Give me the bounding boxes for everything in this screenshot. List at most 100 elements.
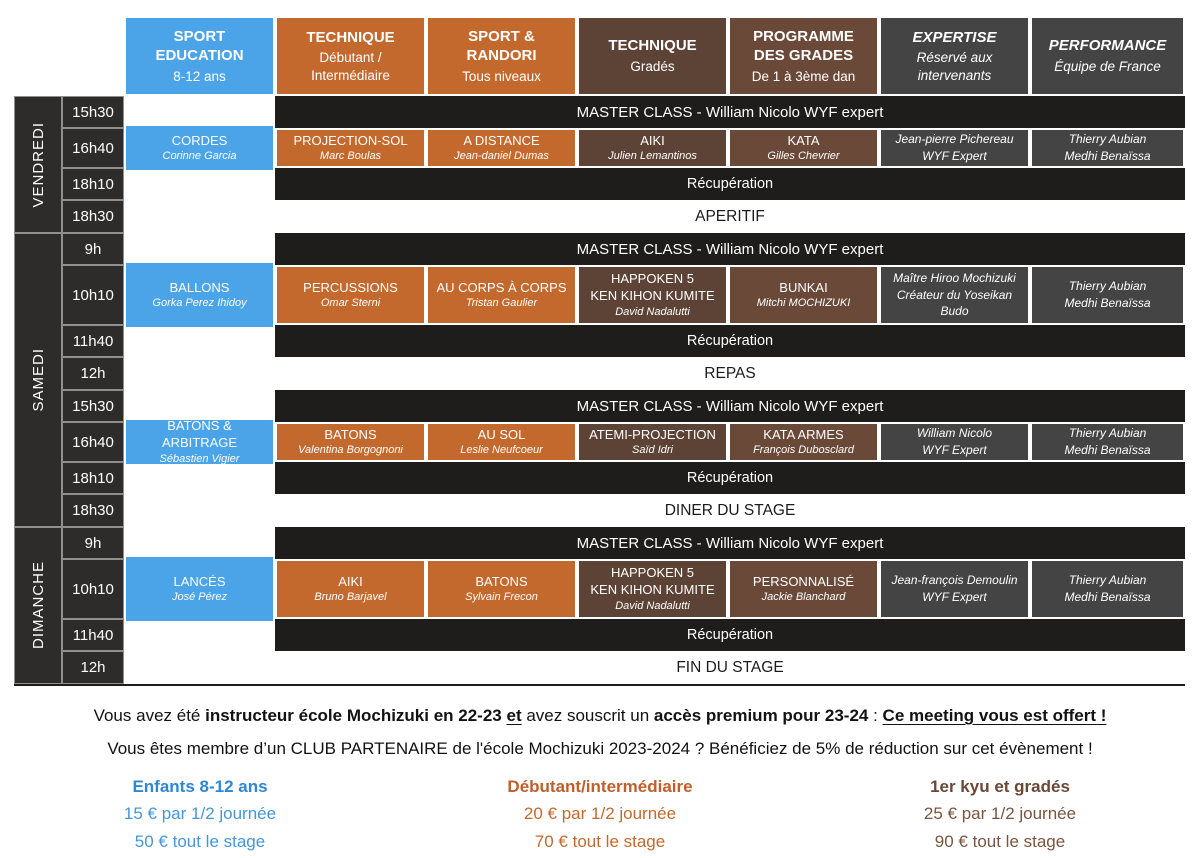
class-instructor: Jean-daniel Dumas	[454, 150, 549, 163]
price-half-day: 25 € par 1/2 journée	[923, 804, 1077, 824]
class-instructor: Jackie Blanchard	[761, 591, 846, 604]
class-instructor: WYF Expert	[922, 590, 987, 604]
price-full-stage: 50 € tout le stage	[134, 831, 266, 851]
note-segment: et	[506, 706, 522, 725]
note-line-2: Vous êtes membre d’un CLUB PARTENAIRE de…	[107, 739, 1093, 759]
class-instructor: Jean-pierre Pichereau	[895, 132, 1014, 147]
day-cell-samedi: SAMEDI	[14, 233, 62, 527]
class-instructor: Maître Hiroo Mochizuki	[893, 270, 1016, 285]
class-instructor: Sylvain Frecon	[465, 591, 538, 604]
class-instructor: José Pérez	[171, 591, 228, 604]
class-title: BATONS & ARBITRAGE	[161, 418, 238, 451]
class-title: CORDES	[171, 132, 228, 148]
header-title: TECHNIQUE	[608, 37, 697, 55]
banner-cell: DINER DU STAGE	[275, 494, 1185, 527]
time-cell: 18h10	[62, 168, 124, 200]
header-title: PROGRAMME DES GRADES	[753, 27, 854, 65]
master-class-bar: MASTER CLASS - William Nicolo WYF expert	[275, 390, 1185, 422]
day-cell-vendredi: VENDREDI	[14, 96, 62, 233]
class-instructor: Omar Sterni	[320, 297, 381, 310]
class-title: KATA	[787, 132, 820, 148]
banner-cell: APERITIF	[275, 200, 1185, 233]
class-instructor: David Nadalutti	[615, 305, 690, 318]
price-title: Enfants 8-12 ans	[132, 777, 268, 797]
header-title: PERFORMANCE	[1048, 37, 1167, 55]
class-instructor: Medhi Benaïssa	[1064, 149, 1151, 163]
class-title: KEN KIHON KUMITE	[590, 582, 715, 598]
class-instructor: William Nicolo	[916, 426, 993, 441]
class-instructor: Medhi Benaïssa	[1064, 296, 1151, 310]
class-cell: KATA Gilles Chevrier	[728, 128, 879, 168]
class-title: LANCÉS	[173, 573, 226, 589]
time-cell: 11h40	[62, 325, 124, 357]
recovery-bar: Récupération	[275, 619, 1185, 651]
price-title: 1er kyu et gradés	[930, 777, 1070, 797]
class-instructor: Marc Boulas	[319, 150, 382, 163]
time-cell: 18h30	[62, 494, 124, 527]
class-instructor: Corinne Garcia	[162, 150, 237, 163]
time-cell: 10h10	[62, 559, 124, 619]
time-cell: 9h	[62, 233, 124, 265]
class-title: AU CORPS À CORPS	[436, 279, 567, 295]
note-segment: Ce meeting vous est offert !	[882, 706, 1107, 725]
master-class-bar: MASTER CLASS - William Nicolo WYF expert	[275, 527, 1185, 559]
day-label: SAMEDI	[29, 348, 47, 412]
master-class-bar: MASTER CLASS - William Nicolo WYF expert	[275, 233, 1185, 265]
day-label: VENDREDI	[29, 121, 47, 208]
master-class-bar: MASTER CLASS - William Nicolo WYF expert	[275, 96, 1185, 128]
class-cell: BATONS Valentina Borgognoni	[275, 422, 426, 462]
class-instructor: WYF Expert	[922, 149, 987, 163]
recovery-bar: Récupération	[275, 325, 1185, 357]
class-title: BATONS	[324, 426, 377, 442]
class-instructor: Gilles Chevrier	[767, 150, 840, 163]
header-subtitle: Réservé aux intervenants	[916, 50, 993, 83]
class-instructor: Medhi Benaïssa	[1064, 443, 1151, 457]
time-cell: 16h40	[62, 128, 124, 168]
header-subtitle: Équipe de France	[1054, 58, 1161, 74]
note-segment: instructeur école Mochizuki en 22-23	[205, 706, 507, 725]
class-title: BUNKAI	[779, 279, 828, 295]
note-segment: Vous avez été	[93, 706, 206, 725]
class-title: A DISTANCE	[463, 132, 540, 148]
price-full-stage: 90 € tout le stage	[934, 831, 1066, 851]
class-instructor: Valentina Borgognoni	[298, 444, 403, 457]
class-instructor: Jean-françois Demoulin	[891, 573, 1018, 588]
class-instructor: WYF Expert	[922, 443, 987, 457]
class-title: PROJECTION-SOL	[293, 132, 408, 148]
time-cell: 18h10	[62, 462, 124, 494]
class-title: HAPPOKEN 5	[610, 270, 695, 286]
time-cell: 9h	[62, 527, 124, 559]
class-instructor: Thierry Aubian	[1068, 573, 1147, 588]
class-instructor: Créateur du Yoseikan Budo	[896, 287, 1013, 319]
header-column-7: PERFORMANCE Équipe de France	[1030, 18, 1185, 96]
header-title: TECHNIQUE	[306, 28, 395, 46]
time-cell: 10h10	[62, 265, 124, 325]
class-title: KEN KIHON KUMITE	[590, 288, 715, 304]
class-instructor: Thierry Aubian	[1068, 426, 1147, 441]
time-cell: 12h	[62, 357, 124, 390]
class-instructor: Julien Lemantinos	[608, 150, 697, 163]
class-instructor: Thierry Aubian	[1068, 279, 1147, 294]
note-segment: avez souscrit un	[521, 706, 654, 725]
header-title: SPORT & RANDORI	[466, 27, 537, 65]
class-instructor: Medhi Benaïssa	[1064, 590, 1151, 604]
class-cell: CORDES Corinne Garcia	[124, 124, 275, 172]
class-title: ATEMI-PROJECTION	[589, 426, 716, 442]
